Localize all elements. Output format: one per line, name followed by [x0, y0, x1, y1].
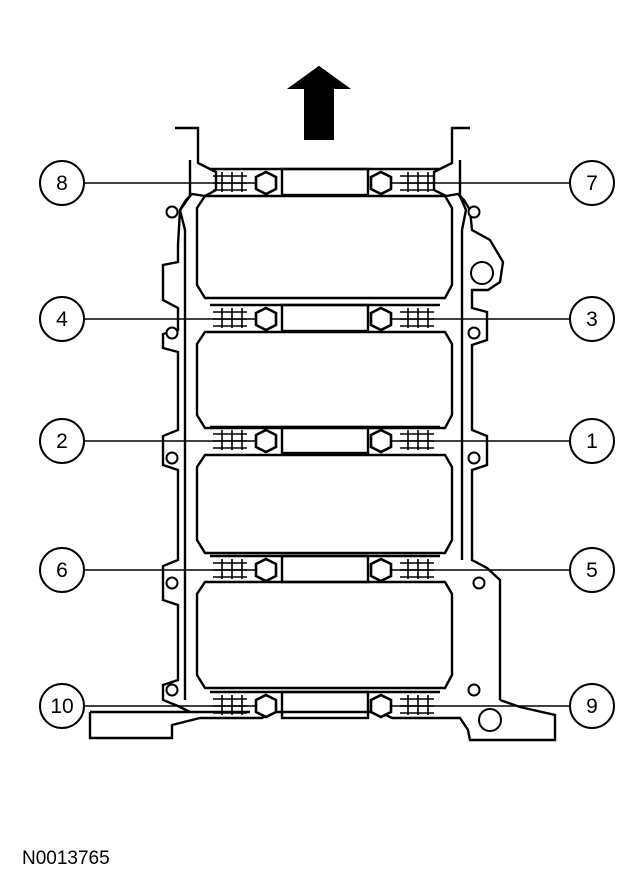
callout-label: 2 — [56, 430, 68, 453]
callout-9 — [569, 683, 615, 729]
callout-label: 4 — [56, 308, 68, 331]
callout-label: 6 — [56, 559, 68, 582]
callout-label: 10 — [50, 695, 73, 718]
bolt-hex-icon — [254, 170, 278, 196]
callout-label: 1 — [586, 430, 598, 453]
bolt-heads — [254, 170, 393, 719]
callout-label: 5 — [586, 559, 598, 582]
callout-label: 9 — [586, 695, 598, 718]
bolt-hex-icon — [369, 693, 393, 719]
thread-hatching — [213, 172, 434, 715]
callout-label: 7 — [586, 172, 598, 195]
callout-7 — [569, 160, 615, 206]
bedplate-outline — [88, 126, 557, 742]
bearing-cap-bars — [210, 167, 440, 720]
callout-labels: 8 7 4 3 2 1 6 5 10 9 — [50, 172, 598, 718]
callout-6 — [39, 547, 85, 593]
bolt-hex-icon — [254, 428, 278, 454]
leader-lines — [84, 182, 570, 707]
bolt-hex-icon — [254, 306, 278, 332]
bolt-hex-icon — [369, 170, 393, 196]
callout-10 — [39, 683, 85, 729]
bearing-windows — [195, 194, 454, 690]
bolt-hex-icon — [369, 428, 393, 454]
front-arrow-icon — [286, 65, 352, 140]
callout-4 — [39, 296, 85, 342]
bolt-hex-icon — [369, 557, 393, 583]
callout-label: 3 — [586, 308, 598, 331]
bolt-hex-icon — [254, 557, 278, 583]
callout-5 — [569, 547, 615, 593]
callout-8 — [39, 160, 85, 206]
bolt-hex-icon — [254, 693, 278, 719]
callout-2 — [39, 418, 85, 464]
callout-circles — [39, 160, 615, 729]
dowel-holes — [165, 205, 502, 732]
callout-label: 8 — [56, 172, 68, 195]
callout-3 — [569, 296, 615, 342]
bolt-hex-icon — [369, 306, 393, 332]
callout-1 — [569, 418, 615, 464]
figure-reference-id: N0013765 — [22, 848, 110, 869]
